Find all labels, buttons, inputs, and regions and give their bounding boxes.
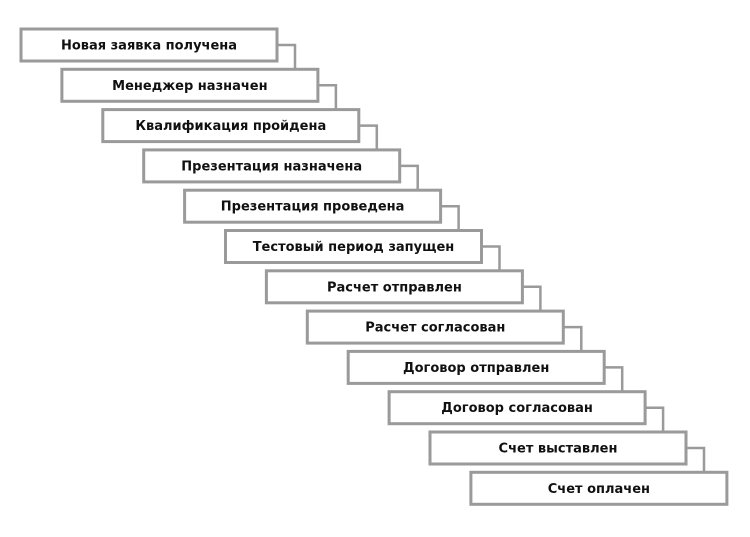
connector-line	[686, 446, 706, 482]
stage-label: Тестовый период запущен	[253, 240, 455, 255]
connector-line	[481, 245, 501, 280]
connector-line	[522, 285, 542, 321]
stage-box-frame	[428, 430, 688, 466]
stage-box-frame	[264, 269, 524, 305]
stage-label: Счет выставлен	[499, 442, 618, 457]
stage-box-2: Менеджер назначен	[60, 67, 320, 103]
stage-box-6: Тестовый период запущен	[224, 229, 483, 264]
connector-line	[399, 164, 419, 200]
stage-box-frame	[60, 67, 320, 103]
stage-box-frame	[346, 349, 606, 385]
stage-label: Расчет согласован	[365, 321, 505, 336]
stage-box-1: Новая заявка получена	[19, 27, 279, 63]
stage-label: Квалификация пройдена	[135, 119, 326, 134]
stage-box-frame	[469, 470, 729, 506]
stage-label: Договор согласован	[441, 401, 593, 416]
stage-label: Счет оплачен	[548, 482, 650, 497]
stage-label: Презентация назначена	[181, 159, 362, 174]
stage-box-frame	[387, 390, 647, 426]
stage-box-4: Презентация назначена	[142, 148, 402, 184]
connector-line	[358, 124, 379, 159]
stage-box-frame	[224, 229, 483, 264]
stage-box-7: Расчет отправлен	[264, 269, 524, 305]
stage-box-frame	[305, 309, 565, 345]
stage-box-5: Презентация проведена	[183, 188, 443, 224]
stage-box-9: Договор отправлен	[346, 349, 606, 385]
stage-box-10: Договор согласован	[387, 390, 647, 426]
connector-line	[604, 366, 624, 401]
stage-label: Расчет отправлен	[327, 280, 462, 295]
stage-label: Новая заявка получена	[61, 39, 237, 54]
stage-box-frame	[142, 148, 402, 184]
stage-box-frame	[19, 27, 279, 63]
stage-box-frame	[101, 108, 361, 144]
stage-box-frame	[183, 188, 443, 224]
stage-box-3: Квалификация пройдена	[101, 108, 361, 144]
stage-label: Менеджер назначен	[112, 79, 267, 94]
connector-line	[645, 406, 665, 441]
stage-box-11: Счет выставлен	[428, 430, 688, 466]
stage-label: Договор отправлен	[403, 361, 549, 376]
connector-line	[440, 204, 460, 240]
stage-label: Презентация проведена	[221, 200, 405, 215]
stage-box-12: Счет оплачен	[469, 470, 729, 506]
connector-line	[317, 84, 338, 119]
connector-line	[563, 325, 583, 361]
connector-line	[277, 43, 297, 79]
stage-box-8: Расчет согласован	[305, 309, 565, 345]
